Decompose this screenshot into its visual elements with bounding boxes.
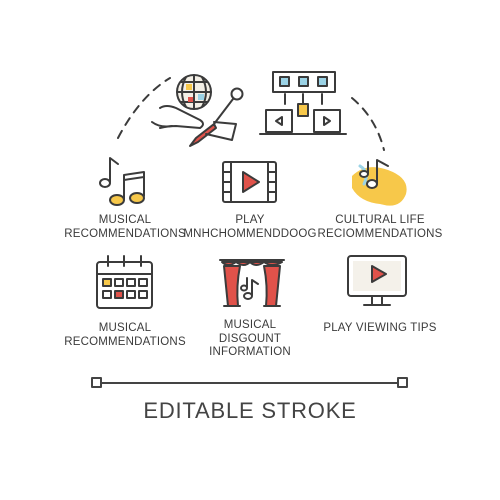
theater-curtain-icon	[219, 259, 285, 307]
video-player-icon	[222, 161, 277, 203]
calendar-icon	[96, 255, 153, 309]
label-musical-recommendations-2: MUSICAL RECOMMENDATIONS	[50, 322, 200, 349]
dashed-arc-left	[117, 77, 171, 139]
label-line: RECOMMENDATIONS	[64, 227, 186, 240]
label-musical-recommendations-1: MUSICAL RECOMMENDATIONS	[50, 214, 200, 241]
label-line: PLAY	[235, 214, 265, 226]
label-line: RECOMMENDATIONS	[64, 335, 186, 348]
label-line: MUSICAL	[223, 319, 277, 331]
footer-title: EDITABLE STROKE	[143, 398, 357, 423]
label-line: MUSICAL	[98, 322, 152, 334]
monitor-play-icon	[347, 255, 407, 306]
editable-stroke-line	[91, 377, 408, 388]
label-line: MUSICAL	[98, 214, 152, 226]
music-notes-icon	[99, 157, 145, 206]
label-musical-discount: MUSICAL DISGOUNT INFORMATION	[175, 319, 325, 360]
label-line: CULTURAL LIFE	[335, 214, 425, 226]
label-line: MNHCHOMMENDDOOG	[183, 227, 317, 240]
cultural-music-icon	[352, 159, 407, 206]
label-line: RECIOMMENDATIONS	[317, 227, 443, 240]
label-line: PLAY VIEWING TIPS	[323, 322, 437, 334]
label-play: PLAY MNHCHOMMENDDOOG	[175, 214, 325, 241]
label-line: INFORMATION	[209, 346, 291, 358]
label-line: DISGOUNT	[218, 332, 282, 345]
stage-set-icon	[259, 71, 347, 135]
disco-ball-microphone-icon	[151, 74, 244, 147]
dashed-arc-right	[351, 97, 385, 151]
label-play-viewing-tips: PLAY VIEWING TIPS	[305, 322, 455, 336]
label-cultural-life: CULTURAL LIFE RECIOMMENDATIONS	[305, 214, 455, 241]
